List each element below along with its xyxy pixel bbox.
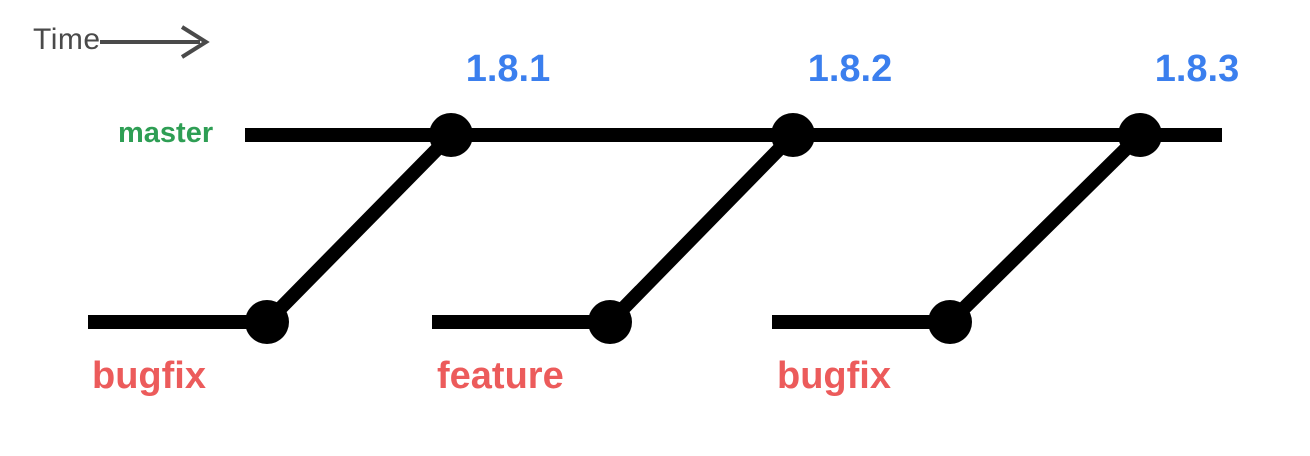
- merge-line-feature: [604, 130, 799, 327]
- time-axis-label: Time: [33, 23, 101, 56]
- time-arrow-icon: [100, 25, 210, 59]
- commit-node-1-8-1[interactable]: [429, 113, 473, 157]
- commit-node-1-8-2[interactable]: [771, 113, 815, 157]
- commit-node-bugfix-1[interactable]: [245, 300, 289, 344]
- version-tag-1-8-1: 1.8.1: [465, 48, 551, 90]
- commit-node-feature[interactable]: [588, 300, 632, 344]
- merge-line-bugfix-1: [262, 130, 456, 327]
- branch-label-feature: feature: [437, 355, 564, 397]
- merge-line-bugfix-2: [945, 130, 1145, 327]
- branch-label-bugfix-2: bugfix: [777, 355, 891, 397]
- branch-label-bugfix-1: bugfix: [92, 355, 206, 397]
- version-tag-1-8-2: 1.8.2: [807, 48, 893, 90]
- commit-node-1-8-3[interactable]: [1118, 113, 1162, 157]
- master-branch-label: master: [118, 117, 214, 149]
- commit-node-bugfix-2[interactable]: [928, 300, 972, 344]
- version-tag-1-8-3: 1.8.3: [1154, 48, 1240, 90]
